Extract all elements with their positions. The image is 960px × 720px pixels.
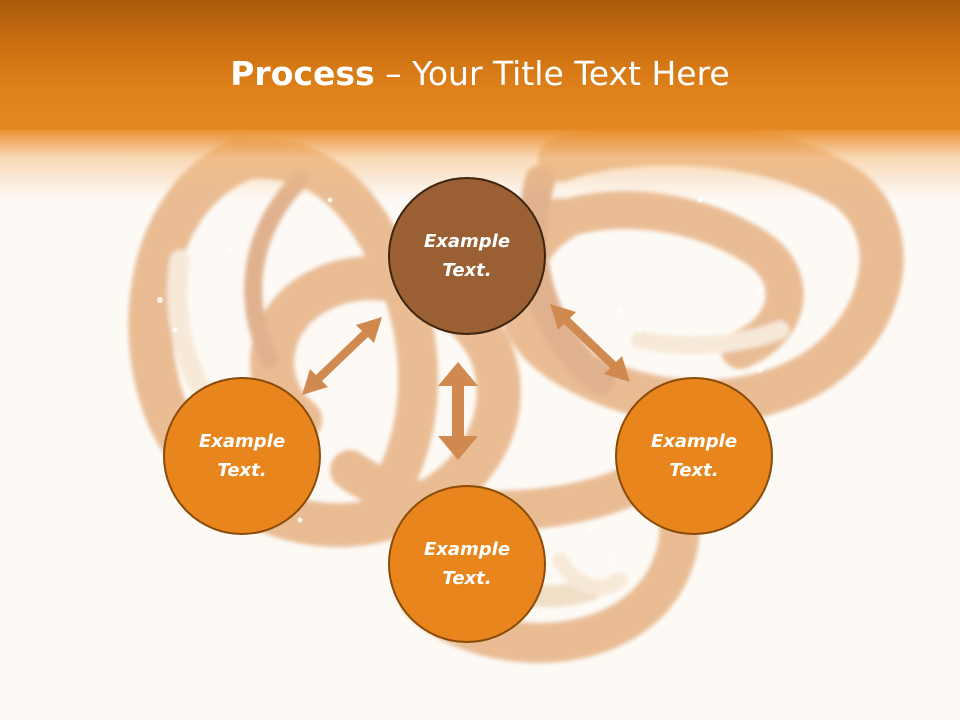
node-right[interactable]: Example Text. bbox=[615, 377, 773, 535]
node-bottom[interactable]: Example Text. bbox=[388, 485, 546, 643]
arrow-vertical bbox=[438, 362, 478, 460]
node-top-label: Example Text. bbox=[423, 231, 511, 281]
node-bottom-label: Example Text. bbox=[423, 539, 511, 589]
node-top[interactable]: Example Text. bbox=[388, 177, 546, 335]
title-bar bbox=[0, 0, 960, 130]
title-rest-text: Your Title Text Here bbox=[412, 54, 730, 93]
node-left[interactable]: Example Text. bbox=[163, 377, 321, 535]
title-separator: – bbox=[374, 54, 413, 93]
title-bold-text: Process bbox=[230, 54, 375, 93]
node-left-label: Example Text. bbox=[198, 431, 286, 481]
node-right-label: Example Text. bbox=[650, 431, 738, 481]
page-title[interactable]: Process – Your Title Text Here bbox=[0, 52, 960, 96]
arrow-top-left bbox=[302, 317, 382, 395]
arrow-top-right bbox=[550, 304, 630, 382]
